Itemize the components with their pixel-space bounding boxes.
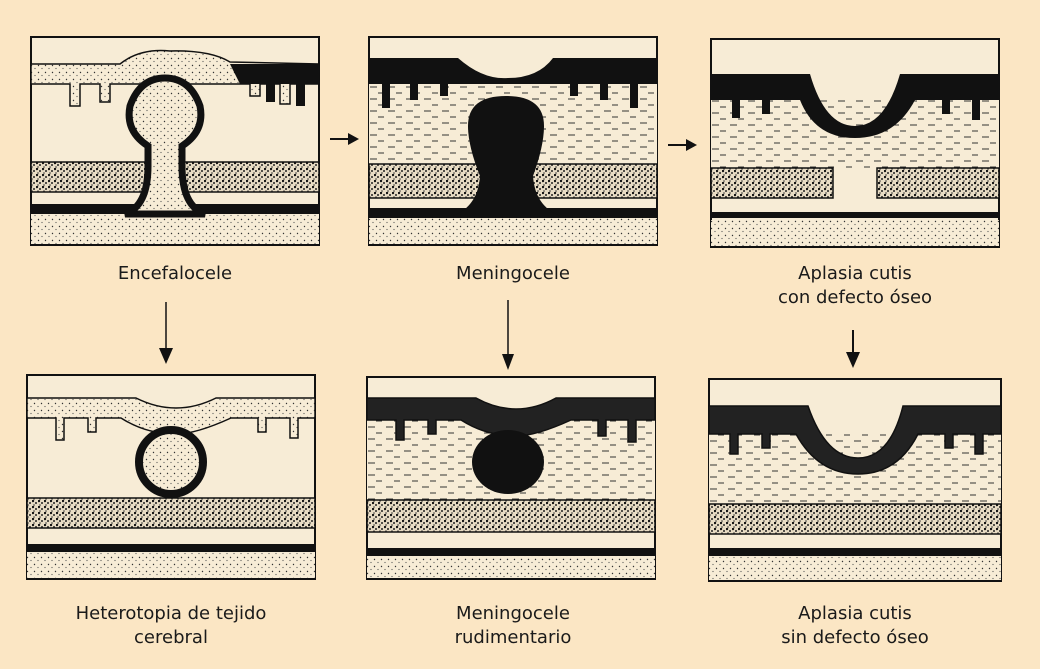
panel-aplasia-sin-defecto: [708, 378, 1002, 582]
caption-aplasia-con-defecto: Aplasia cutis con defecto óseo: [735, 262, 975, 310]
caption-aplasia-sin-defecto: Aplasia cutis sin defecto óseo: [735, 602, 975, 650]
arrow-down-3-icon: [845, 330, 861, 370]
caption-meningocele-rud-line2: rudimentario: [398, 626, 628, 650]
caption-meningocele: Meningocele: [398, 262, 628, 286]
panel-meningocele: [368, 36, 658, 246]
caption-heterotopia: Heterotopia de tejido cerebral: [46, 602, 296, 650]
arrow-down-2-icon: [500, 300, 516, 372]
arrow-right-1-icon: [330, 132, 360, 146]
panel-aplasia-con-defecto: [710, 38, 1000, 248]
caption-aplasia-sin-line2: sin defecto óseo: [735, 626, 975, 650]
caption-heterotopia-line1: Heterotopia de tejido: [46, 602, 296, 626]
arrow-right-2-icon: [668, 138, 698, 152]
caption-encefalocele-line1: Encefalocele: [60, 262, 290, 286]
caption-aplasia-sin-line1: Aplasia cutis: [735, 602, 975, 626]
caption-meningocele-rudimentario: Meningocele rudimentario: [398, 602, 628, 650]
caption-meningocele-line1: Meningocele: [398, 262, 628, 286]
caption-meningocele-rud-line1: Meningocele: [398, 602, 628, 626]
panel-encefalocele: [30, 36, 320, 246]
arrow-down-1-icon: [158, 302, 174, 366]
panel-heterotopia: [26, 374, 316, 580]
panel-meningocele-rudimentario: [366, 376, 656, 580]
caption-aplasia-con-line1: Aplasia cutis: [735, 262, 975, 286]
caption-heterotopia-line2: cerebral: [46, 626, 296, 650]
caption-aplasia-con-line2: con defecto óseo: [735, 286, 975, 310]
caption-encefalocele: Encefalocele: [60, 262, 290, 286]
